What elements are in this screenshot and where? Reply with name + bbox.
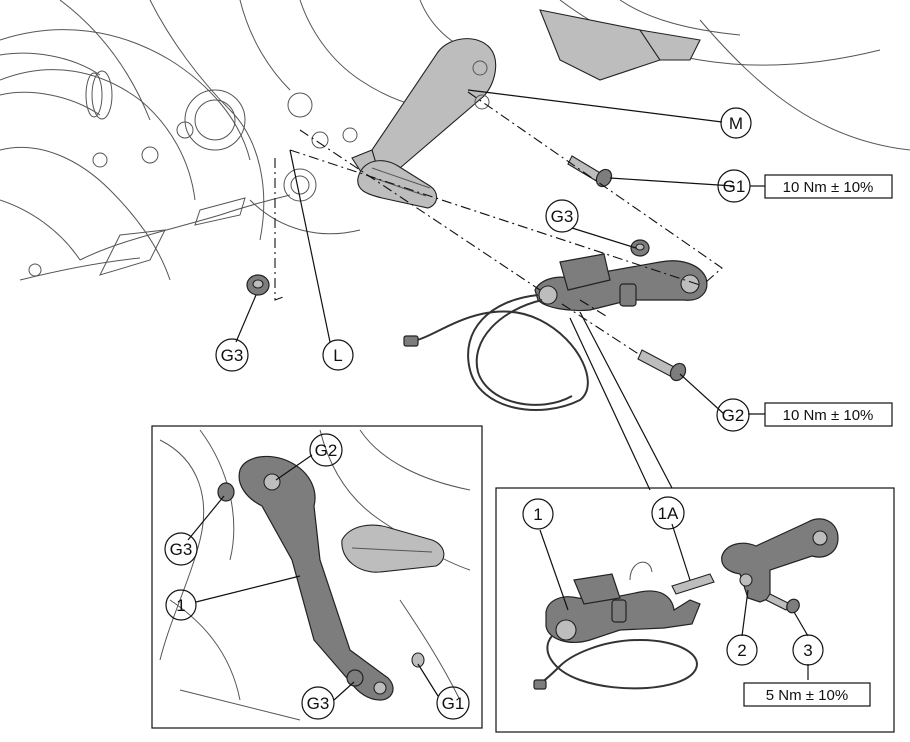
gear-lever xyxy=(351,9,701,209)
leader-lines xyxy=(235,89,765,491)
inset-left-g3-lower-label: G3 xyxy=(307,694,330,713)
callout-g3-left-label: G3 xyxy=(221,346,244,365)
callout-g2: G2 xyxy=(716,398,750,432)
nut-g3-left xyxy=(246,274,270,296)
inset-left-g1-label: G1 xyxy=(442,694,465,713)
inset-right-part1-label: 1 xyxy=(533,505,542,524)
quickshifter-sensor xyxy=(403,253,708,411)
engine-sketch xyxy=(0,0,910,281)
torque-g1-text: 10 Nm ± 10% xyxy=(783,179,874,196)
callout-l-label: L xyxy=(333,346,342,365)
torque-g2-text: 10 Nm ± 10% xyxy=(783,407,874,424)
inset-left: G2 G3 1 G3 G1 xyxy=(151,425,483,729)
callout-m-label: M xyxy=(729,114,743,133)
torque-box-g1: 10 Nm ± 10% xyxy=(764,174,893,199)
callout-g1-label: G1 xyxy=(723,177,746,196)
callout-g1: G1 xyxy=(717,169,751,203)
inset-right-part1a-label: 1A xyxy=(658,504,679,523)
torque-screw3-text: 5 Nm ± 10% xyxy=(766,687,848,704)
callout-g2-label: G2 xyxy=(722,406,745,425)
torque-box-screw3 xyxy=(743,682,871,707)
nut-g3-top xyxy=(630,239,650,257)
callout-l: L xyxy=(322,339,354,371)
inset-left-part1-label: 1 xyxy=(176,596,185,615)
callout-g3-top-label: G3 xyxy=(551,207,574,226)
inset-left-g2-label: G2 xyxy=(315,441,338,460)
inset-right-part3-label: 3 xyxy=(803,641,812,660)
torque-box-g2: 10 Nm ± 10% xyxy=(764,402,893,427)
inset-right: 1 1A 2 3 5 Nm ± 10% xyxy=(495,487,895,733)
bolt-g2 xyxy=(637,349,687,382)
callout-g3-top: G3 xyxy=(545,199,579,233)
callout-g3-left: G3 xyxy=(215,338,249,372)
alignment-lines xyxy=(274,91,723,356)
bolt-g1 xyxy=(567,155,613,188)
inset-left-g3-upper-label: G3 xyxy=(170,540,193,559)
inset-right-part2-label: 2 xyxy=(737,641,746,660)
callout-m: M xyxy=(720,107,752,139)
